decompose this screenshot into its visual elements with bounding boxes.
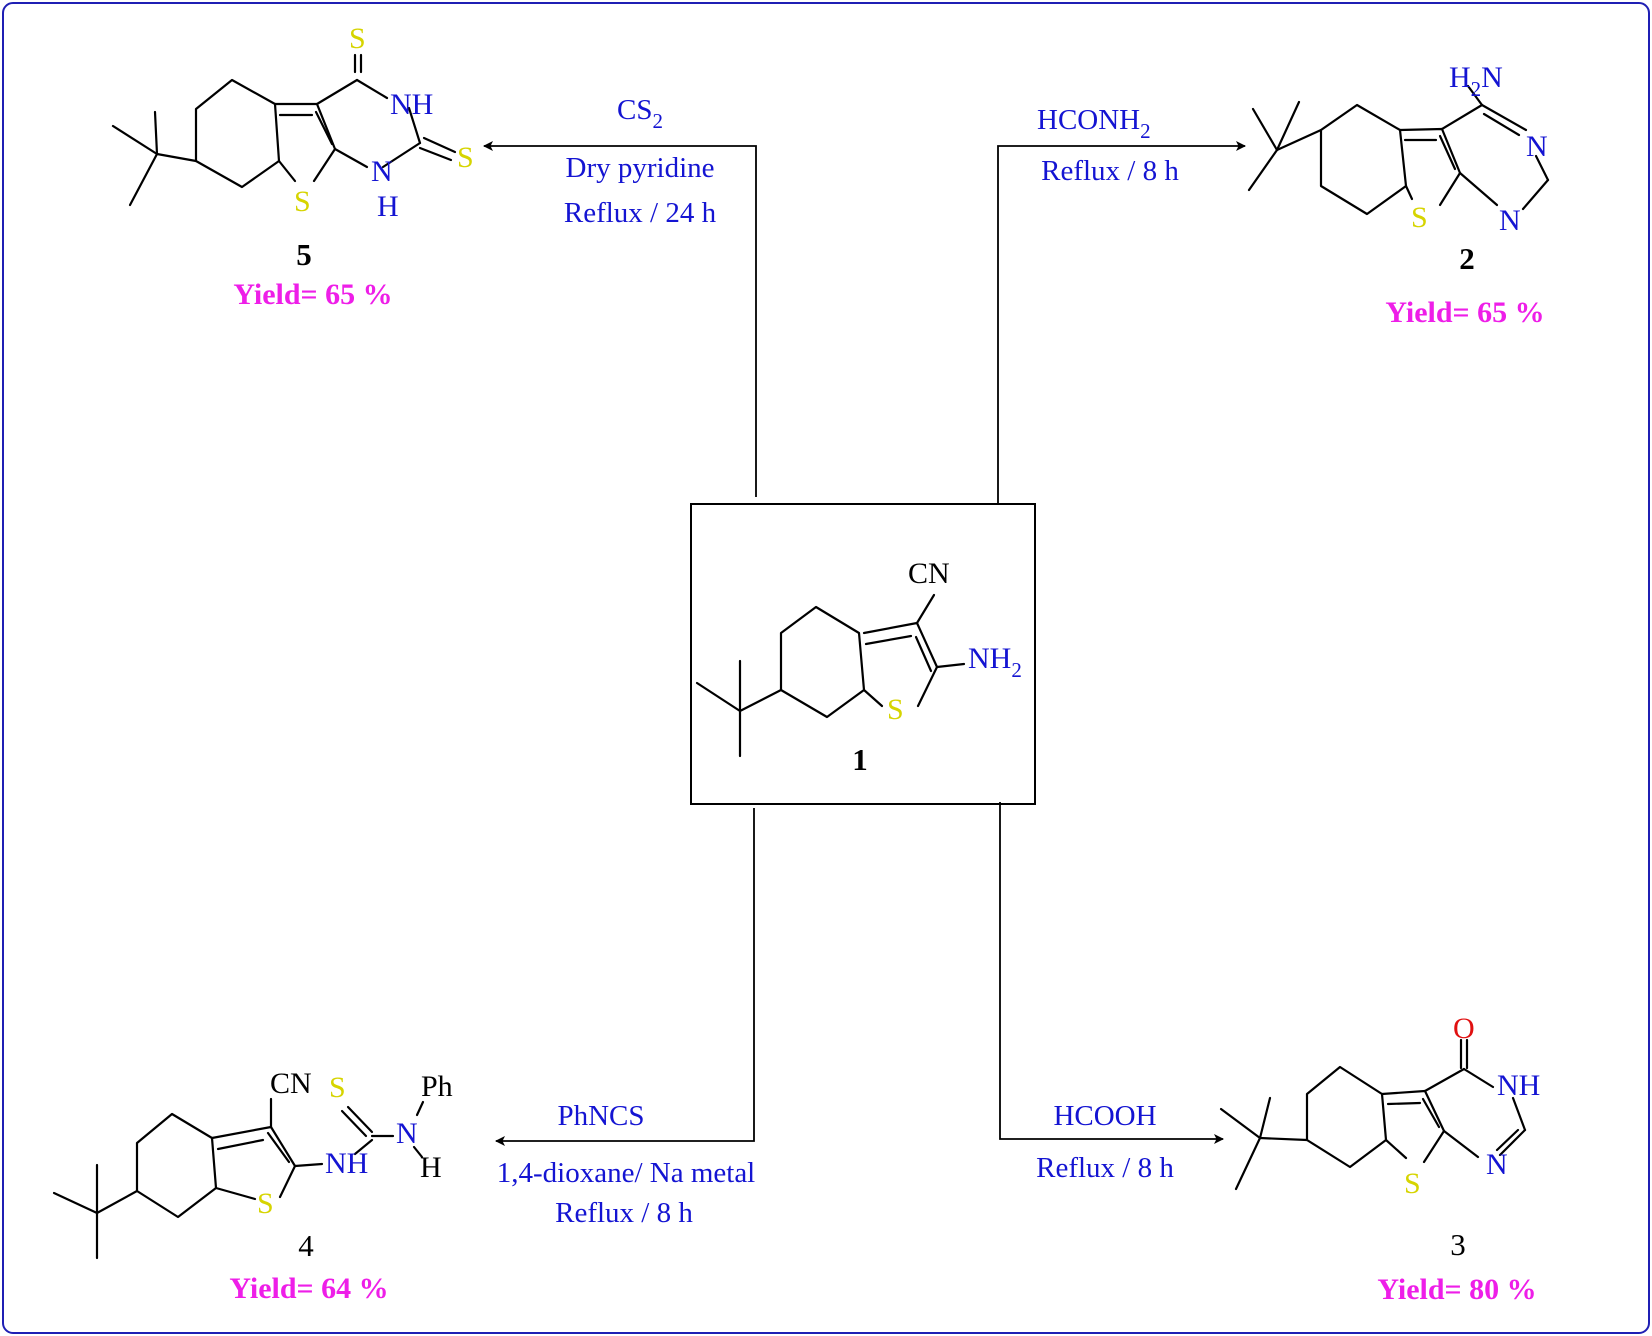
conditions-to-3: HCOOH Reflux / 8 h bbox=[1036, 1100, 1174, 1184]
conditions-to-5: CS2 Dry pyridine Reflux / 24 h bbox=[564, 94, 717, 229]
sulfur-label: S bbox=[294, 185, 311, 218]
sulfur-label: S bbox=[257, 1187, 274, 1220]
amine-label: NH2 bbox=[968, 642, 1022, 682]
arrow-to-5 bbox=[483, 141, 757, 497]
condition-reflux: Reflux / 8 h bbox=[1036, 1152, 1174, 1184]
yield-label: Yield= 64 % bbox=[229, 1272, 388, 1305]
amine-label: H2N bbox=[1449, 61, 1503, 101]
compound-5: S NH S N H S 5 Yield= 65 % bbox=[111, 22, 474, 311]
reagent-hcooh: HCOOH bbox=[1053, 1100, 1156, 1132]
condition-solvent: 1,4-dioxane/ Na metal bbox=[497, 1157, 756, 1189]
cn-label: CN bbox=[270, 1067, 312, 1100]
condition-reflux: Reflux / 24 h bbox=[564, 197, 717, 229]
reagent-phncs: PhNCS bbox=[557, 1100, 644, 1132]
compound-4: CN S Ph N H NH S 4 Yield= 64 % bbox=[52, 1067, 453, 1305]
condition-reflux: Reflux / 8 h bbox=[1041, 155, 1179, 187]
n-label: N bbox=[371, 155, 393, 188]
carbonyl-o-label: O bbox=[1453, 1012, 1475, 1045]
compound-2: H2N N N S 2 Yield= 65 % bbox=[1247, 61, 1550, 329]
compound-number: 2 bbox=[1459, 241, 1475, 276]
reagent-hconh2: HCONH2 bbox=[1037, 104, 1151, 143]
compound-number: 5 bbox=[296, 237, 312, 272]
cn-label: CN bbox=[908, 557, 950, 590]
n-label: N bbox=[396, 1117, 418, 1150]
thione-s-label: S bbox=[329, 1071, 346, 1104]
conditions-to-4: PhNCS 1,4-dioxane/ Na metal Reflux / 8 h bbox=[497, 1100, 756, 1229]
yield-label: Yield= 65 % bbox=[1385, 296, 1544, 329]
nh-label: NH bbox=[390, 88, 433, 121]
sulfur-label: S bbox=[1411, 201, 1428, 234]
thione-s-label: S bbox=[349, 22, 366, 55]
condition-reflux: Reflux / 8 h bbox=[555, 1197, 693, 1229]
reagent-cs2: CS2 bbox=[617, 94, 663, 133]
thione-s-label: S bbox=[457, 141, 474, 174]
compound-number: 3 bbox=[1450, 1227, 1466, 1262]
compound-number: 4 bbox=[298, 1228, 314, 1263]
arrow-to-4 bbox=[495, 808, 755, 1146]
ph-label: Ph bbox=[421, 1070, 453, 1103]
arrow-to-2 bbox=[997, 141, 1246, 503]
sulfur-label: S bbox=[1404, 1167, 1421, 1200]
yield-label: Yield= 80 % bbox=[1377, 1273, 1536, 1306]
compound-1: CN NH2 S 1 bbox=[695, 557, 1022, 777]
h-label: H bbox=[377, 190, 399, 223]
compound-number: 1 bbox=[852, 742, 868, 777]
n-label: N bbox=[1526, 130, 1548, 163]
conditions-to-2: HCONH2 Reflux / 8 h bbox=[1037, 104, 1179, 187]
compound-3: O NH N S 3 Yield= 80 % bbox=[1219, 1012, 1540, 1306]
sulfur-label: S bbox=[887, 693, 904, 726]
n-label: N bbox=[1499, 204, 1521, 237]
yield-label: Yield= 65 % bbox=[233, 278, 392, 311]
condition-solvent: Dry pyridine bbox=[566, 152, 715, 184]
center-box bbox=[690, 503, 1036, 805]
h-label: H bbox=[420, 1151, 442, 1184]
arrow-to-3 bbox=[999, 802, 1224, 1144]
n-label: N bbox=[1486, 1148, 1508, 1181]
nh-label: NH bbox=[325, 1147, 368, 1180]
nh-label: NH bbox=[1497, 1069, 1540, 1102]
